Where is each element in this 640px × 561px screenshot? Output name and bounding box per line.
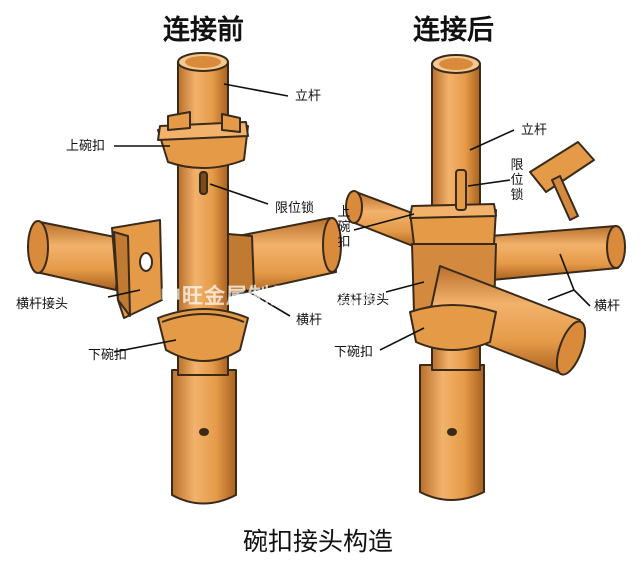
label-limit-pin-after: 限位锁 bbox=[510, 158, 524, 203]
before-leaders bbox=[107, 83, 291, 353]
ledger-back-right bbox=[489, 225, 619, 281]
label-lower-bowl: 下碗扣 bbox=[88, 348, 128, 363]
after-assembly bbox=[345, 54, 626, 501]
ledger-pipe-left bbox=[35, 221, 121, 291]
watermark: 中旺金属制品有限公司 bbox=[160, 284, 380, 308]
lower-bowl-after bbox=[409, 304, 497, 351]
after-leaders bbox=[353, 129, 591, 351]
label-ledger: 横杆 bbox=[296, 313, 323, 328]
hammer-icon bbox=[529, 141, 595, 221]
before-assembly bbox=[27, 52, 342, 505]
label-ledger-joint: 横杆接头 bbox=[16, 297, 69, 312]
label-vertical-pole: 立杆 bbox=[295, 89, 322, 104]
heading-before: 连接前 bbox=[163, 15, 244, 46]
diagram-caption: 碗扣接头构造 bbox=[243, 527, 394, 556]
label-lower-bowl-after: 下碗扣 bbox=[334, 345, 374, 360]
lower-sleeve bbox=[171, 369, 237, 505]
label-upper-bowl: 上碗扣 bbox=[66, 139, 106, 154]
label-ledger-after: 横杆 bbox=[594, 299, 621, 314]
lower-bowl bbox=[157, 308, 249, 362]
limit-slot bbox=[199, 171, 208, 195]
label-ledger-joint-after: 横杆接头 bbox=[337, 293, 390, 308]
label-upper-bowl-after: 上碗扣 bbox=[337, 205, 351, 250]
label-vertical-pole-after: 立杆 bbox=[521, 123, 548, 138]
heading-after: 连接后 bbox=[413, 15, 494, 46]
label-limit-pin: 限位锁 bbox=[275, 201, 315, 216]
